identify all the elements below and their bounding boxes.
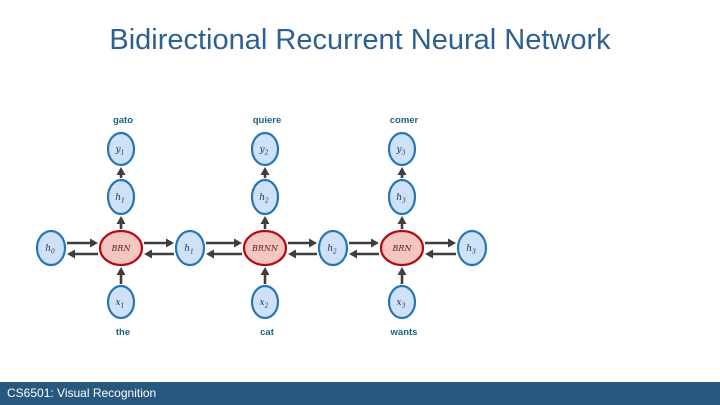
arrow-h2-to-y2-head bbox=[260, 167, 270, 175]
arrow-brnn1-to-h0-head bbox=[67, 249, 75, 259]
node-x2 bbox=[250, 284, 280, 320]
node-h2-upper bbox=[250, 178, 280, 216]
arrow-h1-to-brnn2-head bbox=[234, 238, 242, 248]
arrow-brnn3-to-h3-head bbox=[448, 238, 456, 248]
arrow-h2-to-brnn2-head bbox=[288, 249, 296, 259]
bottom-word-cat: cat bbox=[260, 327, 275, 338]
top-word-comer: comer bbox=[390, 115, 419, 126]
arrow-brnn-to-h1-head bbox=[116, 216, 126, 224]
arrow-x3-to-brnn-head bbox=[397, 267, 407, 275]
node-h2 bbox=[317, 229, 349, 267]
node-label-h2: h2 bbox=[327, 244, 337, 256]
arrow-brnn2-to-h2-head bbox=[309, 238, 317, 248]
node-label-h1-upper: h1 bbox=[115, 193, 125, 205]
bottom-word-the: the bbox=[116, 327, 130, 338]
node-label-y2: y2 bbox=[259, 145, 269, 157]
bottom-word-wants: wants bbox=[390, 327, 418, 338]
node-label-y3: y3 bbox=[396, 145, 406, 157]
node-x1 bbox=[106, 284, 136, 320]
node-h1-upper bbox=[106, 178, 136, 216]
node-h0 bbox=[35, 229, 67, 267]
top-word-gato: gato bbox=[113, 115, 133, 126]
node-h3 bbox=[456, 229, 488, 267]
arrow-x2-to-brnn-head bbox=[260, 267, 270, 275]
top-word-quiere: quiere bbox=[253, 115, 282, 126]
node-label-brnn2: BRNN bbox=[251, 244, 279, 253]
arrow-brnn3-to-h2-head bbox=[349, 249, 357, 259]
arrow-h3-to-brnn3-head bbox=[425, 249, 433, 259]
arrow-x1-to-brnn-head bbox=[116, 267, 126, 275]
node-label-h0: h0 bbox=[45, 244, 55, 256]
node-y2 bbox=[250, 131, 280, 167]
node-label-h3-upper: h3 bbox=[396, 193, 406, 205]
node-y3 bbox=[387, 131, 417, 167]
node-label-brnn3: BRN bbox=[392, 244, 413, 253]
arrow-h1-to-y1-head bbox=[116, 167, 126, 175]
node-h1 bbox=[174, 229, 206, 267]
arrow-h0-to-brnn1-head bbox=[90, 238, 98, 248]
node-label-x3: x3 bbox=[397, 298, 406, 310]
footer-bar: CS6501: Visual Recognition bbox=[0, 382, 720, 405]
arrow-brnn2-to-h1-head bbox=[206, 249, 214, 259]
node-brnn1 bbox=[98, 229, 144, 267]
node-label-h1: h1 bbox=[184, 244, 194, 256]
node-brnn2 bbox=[242, 229, 288, 267]
node-label-brnn1: BRN bbox=[111, 244, 132, 253]
node-label-x1: x1 bbox=[116, 298, 125, 310]
node-y1 bbox=[106, 131, 136, 167]
arrow-brnn1-to-h1-head bbox=[166, 238, 174, 248]
arrow-h1-to-brnn1-head bbox=[144, 249, 152, 259]
node-h3-upper bbox=[387, 178, 417, 216]
arrow-h3-to-y3-head bbox=[397, 167, 407, 175]
node-x3 bbox=[387, 284, 417, 320]
node-label-y1: y1 bbox=[115, 145, 125, 157]
arrow-brnn-to-h3-head bbox=[397, 216, 407, 224]
arrow-h2-to-brnn3-head bbox=[371, 238, 379, 248]
node-label-x2: x2 bbox=[260, 298, 269, 310]
slide-title: Bidirectional Recurrent Neural Network bbox=[109, 24, 611, 56]
arrow-brnn-to-h2-head bbox=[260, 216, 270, 224]
node-brnn3 bbox=[379, 229, 425, 267]
footer-text: CS6501: Visual Recognition bbox=[7, 386, 157, 400]
node-label-h2-upper: h2 bbox=[259, 193, 269, 205]
node-label-h3: h3 bbox=[466, 244, 476, 256]
